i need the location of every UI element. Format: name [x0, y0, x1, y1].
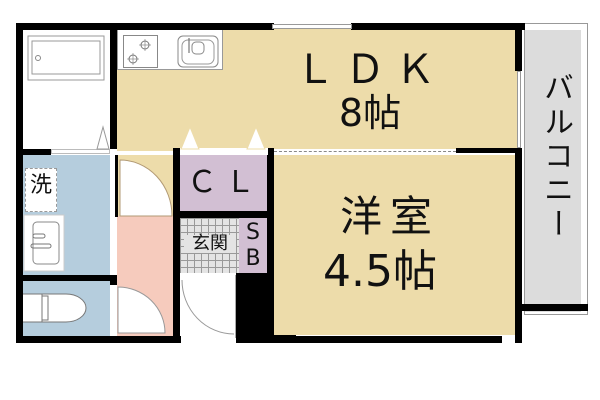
wall — [173, 211, 273, 218]
wall — [267, 148, 274, 343]
shoe-box — [239, 218, 267, 273]
western-room-label: 洋室 — [339, 192, 440, 241]
entrance-label: 玄関 — [184, 235, 236, 253]
closet — [180, 155, 268, 211]
window — [272, 24, 352, 29]
door-swing-icon — [96, 125, 110, 150]
wall — [16, 23, 274, 30]
washbasin-icon — [23, 214, 65, 272]
balcony-label: バルコニー — [538, 72, 573, 242]
stove-icon — [123, 35, 158, 68]
window — [517, 71, 521, 148]
sliding-door — [274, 149, 456, 152]
shoe-box-s: S — [246, 220, 260, 245]
bathtub-icon — [27, 35, 105, 81]
western-room — [273, 155, 521, 335]
closet-label: ＣＬ — [187, 165, 263, 200]
wall — [456, 148, 522, 153]
western-room-size: 4.5帖 — [323, 246, 437, 297]
washer-space — [25, 168, 57, 212]
washroom-label: 洗 — [29, 173, 52, 198]
shoe-box-b: B — [245, 246, 261, 271]
door-swing-icon — [180, 125, 200, 150]
door-swing-icon — [181, 279, 235, 335]
closet-door — [180, 148, 268, 155]
wall — [515, 304, 588, 311]
wall — [115, 155, 118, 217]
wall — [16, 23, 23, 343]
sink-icon — [177, 35, 219, 68]
wall — [23, 275, 117, 281]
door-swing-icon — [117, 286, 166, 334]
balcony-floor — [525, 30, 581, 312]
wall — [110, 275, 117, 285]
ldk-size: 8帖 — [338, 91, 402, 135]
door-swing-icon — [246, 125, 266, 150]
wall — [173, 148, 180, 343]
wall — [110, 23, 117, 149]
wall — [515, 148, 522, 343]
toilet-icon — [21, 293, 87, 323]
door-swing-icon — [119, 159, 173, 217]
wall — [270, 336, 502, 343]
ldk-label: ＬＤＫ — [295, 47, 445, 93]
wall — [23, 149, 51, 155]
wall — [351, 23, 525, 30]
wall — [16, 336, 181, 343]
wall — [515, 23, 522, 71]
bath-door — [51, 149, 110, 154]
